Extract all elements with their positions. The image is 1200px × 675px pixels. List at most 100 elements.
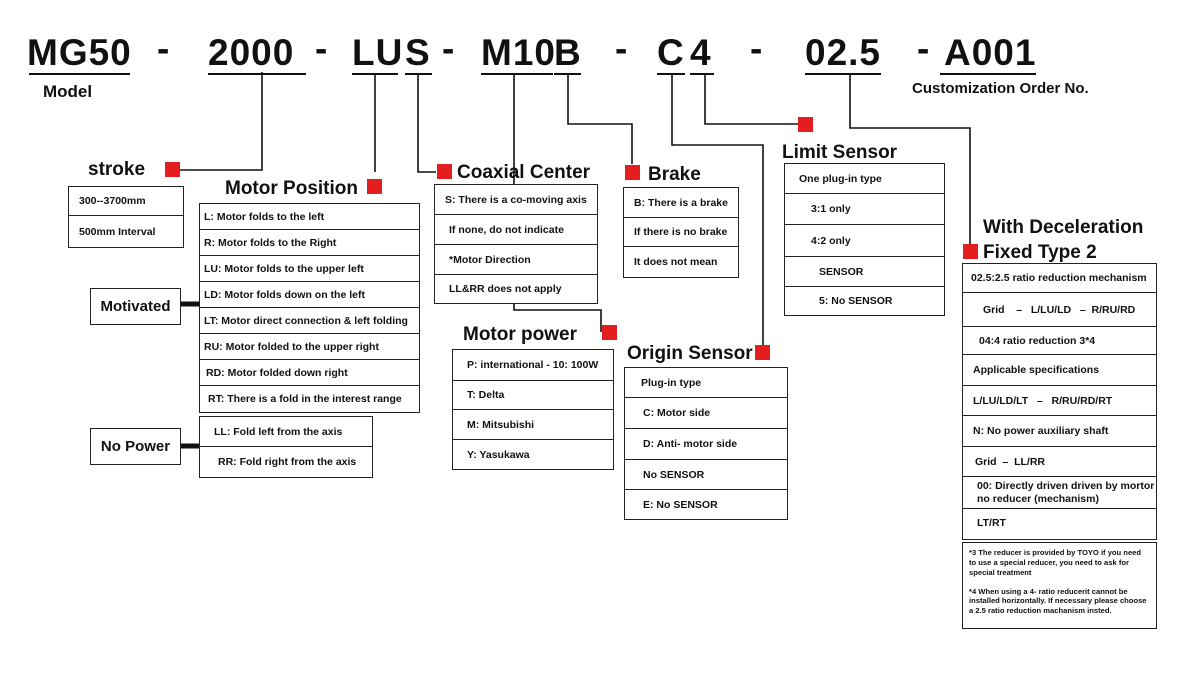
motivated-label: Motivated [90, 288, 181, 325]
stroke-row: 500mm Interval [79, 225, 156, 238]
coaxial-box: S: There is a co-moving axis If none, do… [434, 184, 598, 304]
code-origin-sensor: C [657, 32, 685, 73]
label-customization: Customization Order No. [912, 80, 1089, 97]
origin-sensor-row: No SENSOR [625, 460, 787, 490]
connector-stroke [180, 72, 263, 171]
note-horizontal: *4 When using a 4- ratio reducerit canno… [969, 586, 1147, 616]
motor-power-row: T: Delta [453, 381, 613, 410]
motor-position-row: RT: There is a fold in the interest rang… [208, 393, 402, 405]
motor-power-row: P: international - 10: 100W [453, 350, 613, 381]
no-power-row: RR: Fold right from the axis [218, 456, 357, 468]
code-model: MG50 [27, 32, 132, 73]
origin-sensor-box: Plug-in type C: Motor side D: Anti- moto… [624, 367, 788, 520]
note-reducer: *3 The reducer is provided by TOYO if yo… [969, 548, 1142, 577]
motor-position-box: L: Motor folds to the left R: Motor fold… [199, 203, 420, 413]
origin-sensor-row: Plug-in type [625, 368, 787, 398]
deceleration-row: L/LU/LD/LT – R/RU/RD/RT [963, 386, 1156, 416]
brake-row: It does not mean [634, 255, 718, 268]
dash-6: - [917, 28, 930, 69]
motor-position-row: L: Motor folds to the left [200, 204, 419, 230]
origin-sensor-title: Origin Sensor [627, 343, 753, 364]
deceleration-notes: *3 The reducer is provided by TOYO if yo… [962, 542, 1157, 629]
underline-deceleration [805, 73, 881, 75]
deceleration-box: 02.5:2.5 ratio reduction mechanism Grid … [962, 263, 1157, 540]
connector-brake [567, 74, 633, 164]
deceleration-row: Grid – L/LU/LD – R/RU/RD [963, 293, 1156, 327]
dash-2: - [315, 28, 328, 69]
deceleration-row: 02.5:2.5 ratio reduction mechanism [963, 264, 1156, 293]
motor-position-row: LD: Motor folds down on the left [200, 282, 419, 308]
code-limit-sensor: 4 [690, 32, 712, 73]
code-motor-position: LU [352, 32, 404, 73]
connector-coaxial [417, 74, 436, 173]
deceleration-row: N: No power auxiliary shaft [963, 416, 1156, 447]
motor-position-row: RD: Motor folded down right [200, 360, 419, 386]
code-motor-power: M10 [481, 32, 556, 73]
motor-power-box: P: international - 10: 100W T: Delta M: … [452, 349, 614, 470]
dash-3: - [442, 28, 455, 69]
connector-deceleration [849, 74, 971, 245]
underline-motor-position [352, 73, 398, 75]
motor-power-row: Y: Yasukawa [467, 448, 530, 461]
origin-sensor-row: D: Anti- motor side [625, 429, 787, 460]
motor-position-row: RU: Motor folded to the upper right [200, 334, 419, 360]
dash-4: - [615, 28, 628, 69]
deceleration-row: LT/RT [977, 517, 1006, 529]
underline-coaxial [405, 73, 432, 75]
marker-motor-power [602, 325, 617, 340]
brake-row: If there is no brake [624, 218, 738, 247]
marker-coaxial [437, 164, 452, 179]
motor-position-row: LU: Motor folds to the upper left [200, 256, 419, 282]
stroke-box: 300--3700mm 500mm Interval [68, 186, 184, 248]
stroke-title: stroke [88, 159, 146, 180]
origin-sensor-row: C: Motor side [625, 398, 787, 429]
motor-power-title: Motor power [463, 324, 577, 345]
underline-brake [554, 73, 581, 75]
limit-sensor-row: 4:2 only [785, 225, 944, 257]
underline-model [29, 73, 130, 75]
code-deceleration: 02.5 [805, 32, 882, 73]
code-coaxial: S [405, 32, 431, 73]
limit-sensor-box: One plug-in type 3:1 only 4:2 only SENSO… [784, 163, 945, 316]
marker-brake [625, 165, 640, 180]
underline-stroke [208, 73, 306, 75]
underline-order-no [940, 73, 1036, 75]
label-model: Model [43, 82, 93, 101]
connector-origin-sensor [671, 74, 764, 352]
code-order-no: A001 [944, 32, 1037, 73]
motor-position-row: LT: Motor direct connection & left foldi… [200, 308, 419, 334]
limit-sensor-row: 3:1 only [785, 194, 944, 225]
deceleration-row: Grid – LL/RR [963, 447, 1156, 477]
no-power-row: LL: Fold left from the axis [200, 417, 372, 447]
underline-limit-sensor [690, 73, 714, 75]
deceleration-title-line2: Fixed Type 2 [983, 242, 1097, 263]
brake-row: B: There is a brake [624, 188, 738, 218]
no-power-box: LL: Fold left from the axis RR: Fold rig… [199, 416, 373, 478]
motor-power-row: M: Mitsubishi [453, 410, 613, 440]
limit-sensor-row: SENSOR [785, 257, 944, 287]
deceleration-row: 00: Directly driven driven by mortor no … [963, 477, 1156, 509]
marker-deceleration [963, 244, 978, 259]
coaxial-title: Coaxial Center [457, 162, 591, 183]
marker-motor-position [367, 179, 382, 194]
dash-1: - [157, 28, 170, 69]
motor-position-row: R: Motor folds to the Right [200, 230, 419, 256]
brake-box: B: There is a brake If there is no brake… [623, 187, 739, 278]
underline-motor-power [481, 73, 553, 75]
marker-stroke [165, 162, 180, 177]
connector-limit-sensor [704, 74, 798, 125]
deceleration-title-line1: With Deceleration [983, 217, 1144, 238]
limit-sensor-row: One plug-in type [785, 164, 944, 194]
marker-origin-sensor [755, 345, 770, 360]
coaxial-row: *Motor Direction [435, 245, 597, 275]
code-stroke: 2000 [208, 32, 295, 73]
deceleration-row: 04:4 ratio reduction 3*4 [963, 327, 1156, 355]
origin-sensor-row: E: No SENSOR [643, 498, 718, 511]
coaxial-row: S: There is a co-moving axis [435, 185, 597, 215]
coaxial-row: LL&RR does not apply [449, 283, 562, 295]
marker-limit-sensor [798, 117, 813, 132]
underline-origin-sensor [657, 73, 685, 75]
stroke-row: 300--3700mm [69, 187, 183, 216]
dash-5: - [750, 28, 763, 69]
limit-sensor-row: 5: No SENSOR [819, 295, 893, 307]
